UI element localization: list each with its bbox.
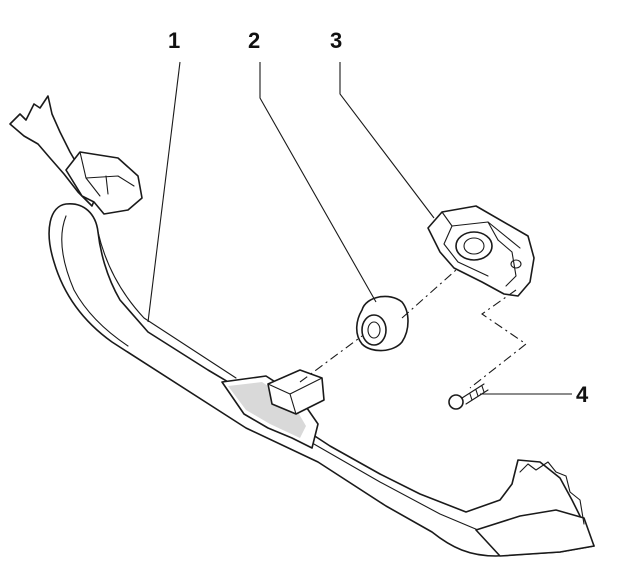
assembly-centerlines (299, 269, 527, 389)
part-1-tube-bar (9, 95, 595, 557)
part-3-mount-bracket (427, 205, 535, 297)
callout-4: 4 (576, 382, 589, 407)
part-2-rubber-bushing (355, 295, 409, 352)
leader-lines (147, 61, 572, 395)
callout-2: 2 (248, 28, 260, 53)
callout-1: 1 (168, 28, 180, 53)
callout-3: 3 (330, 28, 342, 53)
part-4-bolt (448, 383, 489, 410)
